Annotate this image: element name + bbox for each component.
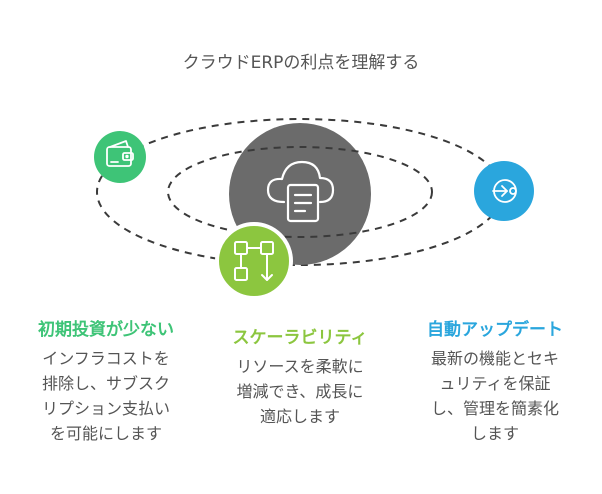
- cost-description: インフラコストを 排除し、サブスク リプション支払い を可能にします: [16, 346, 196, 446]
- scalability-description: リソースを柔軟に 増減でき、成長に 適応します: [210, 354, 390, 429]
- inner-orbit: [167, 146, 433, 238]
- arrow-refresh-icon: [492, 179, 517, 203]
- update-node: [474, 161, 534, 221]
- scalability-desc-line: 適応します: [259, 407, 340, 426]
- scalability-title: スケーラビリティ: [232, 328, 368, 348]
- cost-desc-line: 排除し、サブスク: [41, 374, 170, 393]
- scalability-desc-line: 増減でき、成長に: [236, 382, 364, 401]
- page-title: クラウドERPの利点を理解する: [182, 53, 420, 73]
- cost-node: [94, 131, 146, 183]
- flowchart-icon: [234, 241, 274, 281]
- update-desc-line: ュリティを保証: [439, 374, 551, 393]
- cost-title: 初期投資が少ない: [38, 320, 174, 340]
- update-desc-line: し、管理を簡素化: [430, 399, 559, 418]
- wallet-icon: [106, 140, 134, 167]
- update-description: 最新の機能とセキ ュリティを保証 し、管理を簡素化 します: [405, 346, 585, 446]
- cost-desc-line: リプション支払い: [41, 399, 170, 418]
- cost-desc-line: を可能にします: [49, 424, 162, 443]
- scalability-node: [215, 222, 293, 300]
- scalability-desc-line: リソースを柔軟に: [236, 357, 364, 376]
- cloud-document-icon: [266, 160, 335, 223]
- update-desc-line: 最新の機能とセキ: [430, 349, 559, 368]
- cost-desc-line: インフラコストを: [42, 349, 170, 368]
- update-title: 自動アップデート: [427, 320, 563, 340]
- update-desc-line: します: [470, 424, 519, 443]
